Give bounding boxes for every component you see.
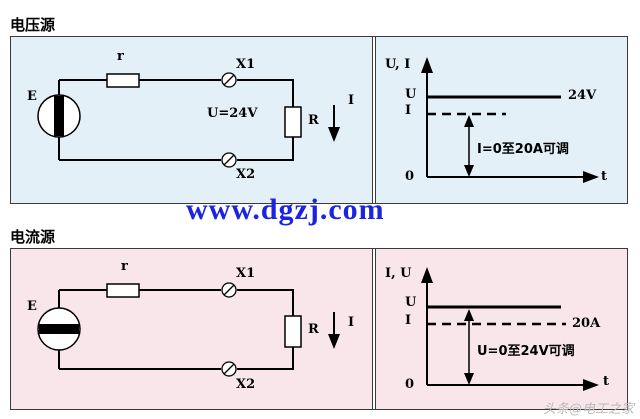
voltage-source-bar xyxy=(54,96,64,136)
graph-origin-label: 0 xyxy=(405,169,415,184)
source-label: E xyxy=(27,299,37,314)
voltage-source-circuit xyxy=(37,57,599,183)
load-resistor-label: R xyxy=(308,322,319,337)
corner-watermark: 头条@电工之家 xyxy=(542,402,634,417)
graph-u-label: U xyxy=(405,87,417,102)
current-source-bar xyxy=(39,324,79,334)
site-watermark: www.dgzj.com xyxy=(186,193,385,226)
graph-i-label: I xyxy=(405,313,412,328)
load-resistor xyxy=(284,315,302,348)
current-label: I xyxy=(348,93,355,108)
graph-axis-label: U, I xyxy=(385,57,411,72)
voltage-source-title: 电压源 xyxy=(10,16,56,34)
graph-x-label: t xyxy=(603,374,610,389)
terminal-x1-label: X1 xyxy=(236,57,256,72)
graph-axis-label: I, U xyxy=(385,266,412,281)
current-source-circuit xyxy=(37,267,599,391)
graph-range-label: I=0至20A可调 xyxy=(477,142,569,157)
panel-divider xyxy=(372,249,376,409)
graph-u-label: U xyxy=(405,295,417,310)
terminal-x1-label: X1 xyxy=(236,266,256,281)
current-source-panel: E r X1 X2 R I I, U U I 20A U=0至24V可调 0 t xyxy=(10,248,628,410)
internal-resistor-label: r xyxy=(121,259,128,274)
graph-range-label: U=0至24V可调 xyxy=(477,344,575,359)
load-resistor xyxy=(284,106,302,138)
graph-i-label: I xyxy=(405,103,412,118)
panel-divider xyxy=(372,37,376,203)
internal-resistor xyxy=(106,73,140,88)
voltage-source-panel: E r X1 X2 U=24V R I U, I U I 24V I=0至20A… xyxy=(10,36,628,204)
graph-value-label: 24V xyxy=(568,88,597,103)
graph-origin-label: 0 xyxy=(405,377,415,392)
internal-resistor-label: r xyxy=(117,49,124,64)
graph-x-label: t xyxy=(601,169,608,184)
internal-resistor xyxy=(106,283,140,298)
circuit-wires xyxy=(58,289,294,370)
load-resistor-label: R xyxy=(308,113,319,128)
source-label: E xyxy=(27,89,37,104)
terminal-x2-label: X2 xyxy=(236,377,256,392)
current-source-title: 电流源 xyxy=(10,228,56,246)
current-label: I xyxy=(348,315,355,330)
circuit-wires xyxy=(58,79,294,161)
voltage-value-label: U=24V xyxy=(207,106,258,121)
graph-value-label: 20A xyxy=(572,316,601,331)
terminal-x2-label: X2 xyxy=(236,167,256,182)
